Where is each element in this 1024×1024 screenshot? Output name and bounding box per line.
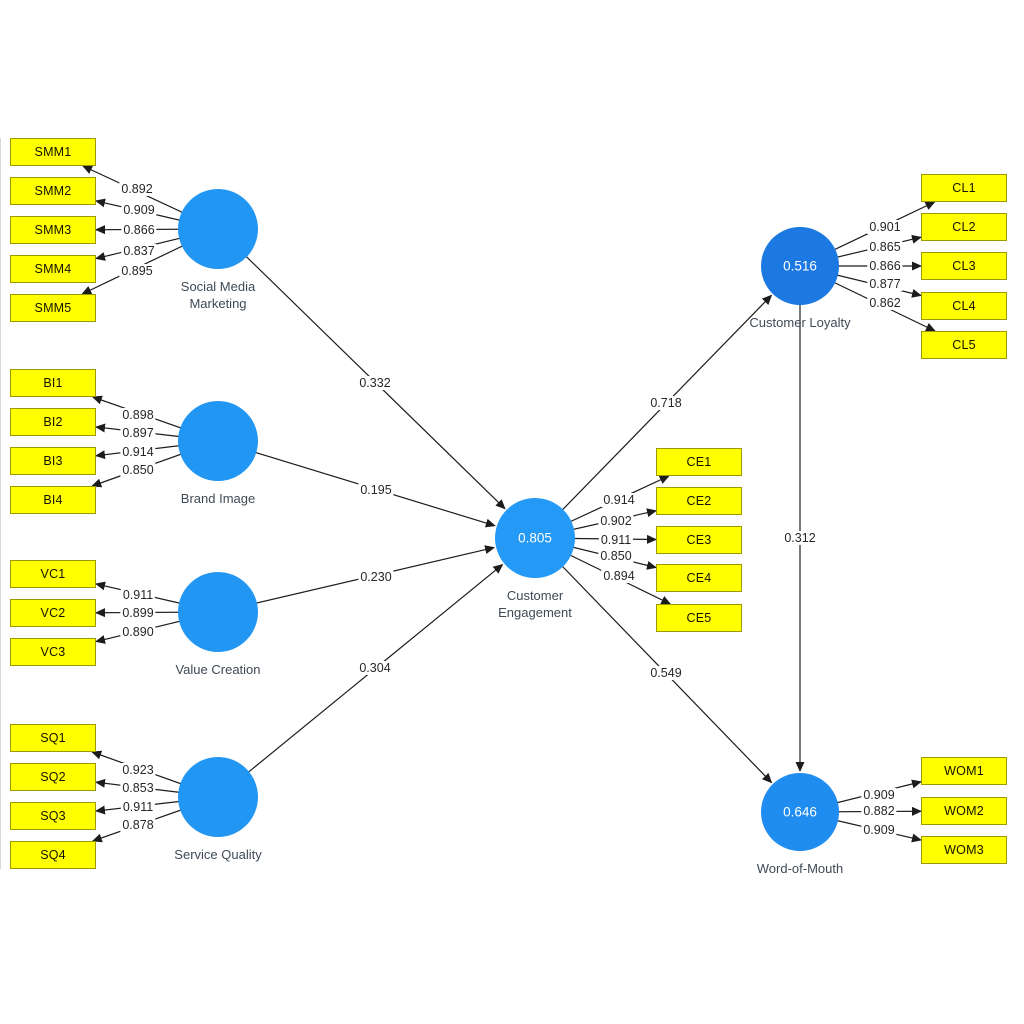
loading-cl-cl3: 0.866 bbox=[867, 259, 903, 273]
loading-bi-bi4: 0.850 bbox=[120, 463, 156, 477]
indicator-sq4[interactable]: SQ4 bbox=[10, 841, 96, 869]
construct-wom[interactable] bbox=[761, 773, 839, 851]
indicator-smm5[interactable]: SMM5 bbox=[10, 294, 96, 322]
loading-vc-vc2: 0.899 bbox=[120, 606, 156, 620]
loading-cl-cl4: 0.877 bbox=[867, 277, 903, 291]
indicator-ce1[interactable]: CE1 bbox=[656, 448, 742, 476]
loading-cl-cl5: 0.862 bbox=[867, 296, 903, 310]
indicator-bi1[interactable]: BI1 bbox=[10, 369, 96, 397]
indicator-smm1[interactable]: SMM1 bbox=[10, 138, 96, 166]
path-arrow-ce-wom bbox=[534, 537, 773, 784]
loading-wom-wom3: 0.909 bbox=[861, 823, 897, 837]
indicator-cl5[interactable]: CL5 bbox=[921, 331, 1007, 359]
indicator-vc1[interactable]: VC1 bbox=[10, 560, 96, 588]
indicator-wom3[interactable]: WOM3 bbox=[921, 836, 1007, 864]
indicator-bi2[interactable]: BI2 bbox=[10, 408, 96, 436]
construct-value-cl: 0.516 bbox=[783, 258, 817, 274]
construct-cl[interactable] bbox=[761, 227, 839, 305]
indicator-cl4[interactable]: CL4 bbox=[921, 292, 1007, 320]
loading-smm-smm5: 0.895 bbox=[119, 264, 155, 278]
indicator-bi3[interactable]: BI3 bbox=[10, 447, 96, 475]
path-coef-ce-wom: 0.549 bbox=[648, 666, 684, 680]
indicator-ce2[interactable]: CE2 bbox=[656, 487, 742, 515]
canvas-left-edge bbox=[0, 138, 1, 869]
path-coef-bi-ce: 0.195 bbox=[358, 483, 394, 497]
indicator-smm2[interactable]: SMM2 bbox=[10, 177, 96, 205]
construct-smm[interactable] bbox=[178, 189, 258, 269]
indicator-sq2[interactable]: SQ2 bbox=[10, 763, 96, 791]
loading-cl-cl2: 0.865 bbox=[867, 240, 903, 254]
indicator-cl2[interactable]: CL2 bbox=[921, 213, 1007, 241]
path-arrow-sq-ce bbox=[217, 563, 504, 798]
loading-ce-ce3: 0.911 bbox=[598, 533, 634, 547]
indicator-wom1[interactable]: WOM1 bbox=[921, 757, 1007, 785]
path-coef-smm-ce: 0.332 bbox=[357, 376, 393, 390]
construct-label-vc: Value Creation bbox=[175, 662, 261, 677]
construct-label-smm: Social Media Marketing bbox=[180, 279, 256, 311]
path-arrow-bi-ce bbox=[217, 440, 496, 528]
loading-cl-cl1: 0.901 bbox=[867, 220, 903, 234]
loading-ce-ce1: 0.914 bbox=[601, 493, 637, 507]
indicator-vc2[interactable]: VC2 bbox=[10, 599, 96, 627]
loading-ce-ce4: 0.850 bbox=[598, 549, 634, 563]
indicator-ce3[interactable]: CE3 bbox=[656, 526, 742, 554]
loading-smm-smm4: 0.837 bbox=[121, 244, 157, 258]
path-coef-cl-wom: 0.312 bbox=[782, 531, 818, 545]
indicator-sq3[interactable]: SQ3 bbox=[10, 802, 96, 830]
construct-bi[interactable] bbox=[178, 401, 258, 481]
loading-wom-wom1: 0.909 bbox=[861, 788, 897, 802]
loading-sq-sq3: 0.911 bbox=[120, 800, 156, 814]
loading-vc-vc1: 0.911 bbox=[120, 588, 156, 602]
loading-bi-bi2: 0.897 bbox=[120, 426, 156, 440]
path-arrow-vc-ce bbox=[217, 545, 496, 613]
construct-label-wom: Word-of-Mouth bbox=[756, 861, 844, 876]
loading-wom-wom2: 0.882 bbox=[861, 804, 897, 818]
loading-sq-sq4: 0.878 bbox=[120, 818, 156, 832]
path-arrow-ce-cl bbox=[534, 294, 773, 539]
loading-smm-smm1: 0.892 bbox=[119, 182, 155, 196]
indicator-cl3[interactable]: CL3 bbox=[921, 252, 1007, 280]
loading-smm-smm2: 0.909 bbox=[121, 203, 157, 217]
construct-ce[interactable] bbox=[495, 498, 575, 578]
construct-value-ce: 0.805 bbox=[518, 530, 552, 546]
path-coef-sq-ce: 0.304 bbox=[357, 661, 393, 675]
loading-bi-bi3: 0.914 bbox=[120, 445, 156, 459]
indicator-cl1[interactable]: CL1 bbox=[921, 174, 1007, 202]
construct-label-cl: Customer Loyalty bbox=[749, 315, 851, 330]
construct-label-bi: Brand Image bbox=[180, 491, 256, 506]
loading-ce-ce5: 0.894 bbox=[601, 569, 637, 583]
loading-vc-vc3: 0.890 bbox=[120, 625, 156, 639]
construct-value-wom: 0.646 bbox=[783, 804, 817, 820]
indicator-vc3[interactable]: VC3 bbox=[10, 638, 96, 666]
path-coef-vc-ce: 0.230 bbox=[358, 570, 394, 584]
indicator-bi4[interactable]: BI4 bbox=[10, 486, 96, 514]
loading-sq-sq1: 0.923 bbox=[120, 763, 156, 777]
construct-label-sq: Service Quality bbox=[174, 847, 262, 862]
indicator-ce5[interactable]: CE5 bbox=[656, 604, 742, 632]
indicator-smm3[interactable]: SMM3 bbox=[10, 216, 96, 244]
path-arrow-smm-ce bbox=[217, 228, 506, 510]
indicator-wom2[interactable]: WOM2 bbox=[921, 797, 1007, 825]
loading-ce-ce2: 0.902 bbox=[598, 514, 634, 528]
loading-bi-bi1: 0.898 bbox=[120, 408, 156, 422]
loading-smm-smm3: 0.866 bbox=[121, 223, 157, 237]
path-coef-ce-cl: 0.718 bbox=[648, 396, 684, 410]
construct-sq[interactable] bbox=[178, 757, 258, 837]
indicator-ce4[interactable]: CE4 bbox=[656, 564, 742, 592]
indicator-smm4[interactable]: SMM4 bbox=[10, 255, 96, 283]
indicator-sq1[interactable]: SQ1 bbox=[10, 724, 96, 752]
loading-sq-sq2: 0.853 bbox=[120, 781, 156, 795]
construct-vc[interactable] bbox=[178, 572, 258, 652]
construct-label-ce: Customer Engagement bbox=[498, 588, 572, 620]
